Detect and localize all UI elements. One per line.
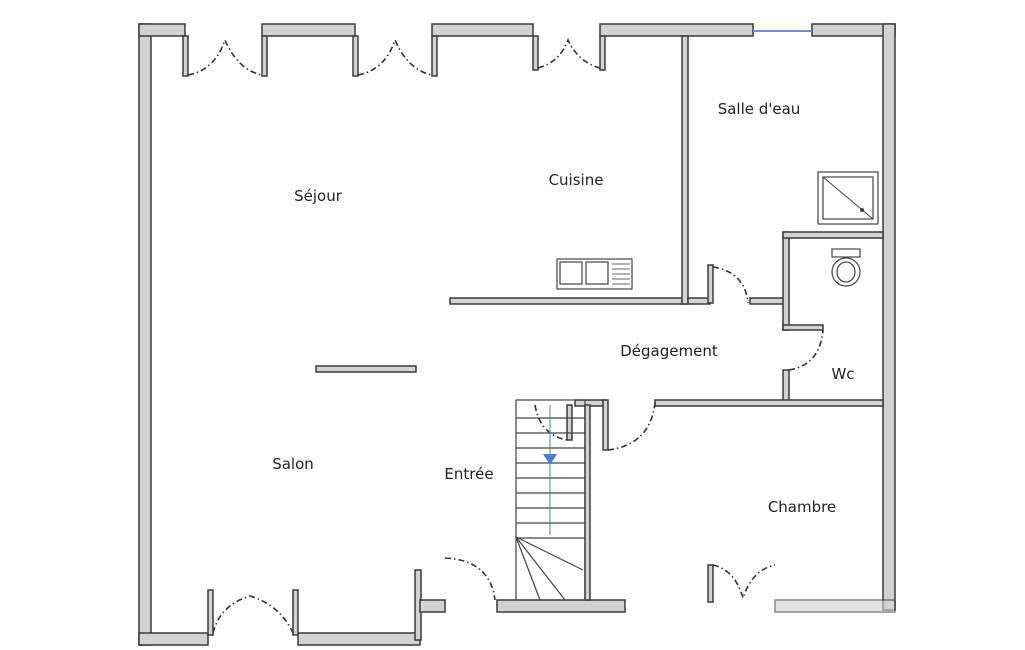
room-label-salle-deau: Salle d'eau bbox=[717, 100, 801, 118]
room-label-wc: Wc bbox=[831, 365, 855, 383]
interior-walls bbox=[315, 35, 884, 601]
room-label-sejour: Séjour bbox=[294, 187, 342, 205]
room-label-chambre: Chambre bbox=[767, 498, 837, 516]
staircase bbox=[515, 399, 586, 601]
stair-direction-arrow-icon bbox=[543, 454, 557, 465]
doors bbox=[187, 37, 824, 634]
toilet-icon bbox=[831, 248, 861, 287]
room-label-degagement: Dégagement bbox=[620, 342, 718, 360]
room-label-salon: Salon bbox=[272, 455, 314, 473]
shower-icon bbox=[817, 171, 879, 225]
room-label-cuisine: Cuisine bbox=[548, 171, 604, 189]
room-label-entree: Entrée bbox=[444, 465, 494, 483]
exterior-walls bbox=[138, 23, 896, 646]
kitchen-sink-icon bbox=[556, 258, 633, 290]
